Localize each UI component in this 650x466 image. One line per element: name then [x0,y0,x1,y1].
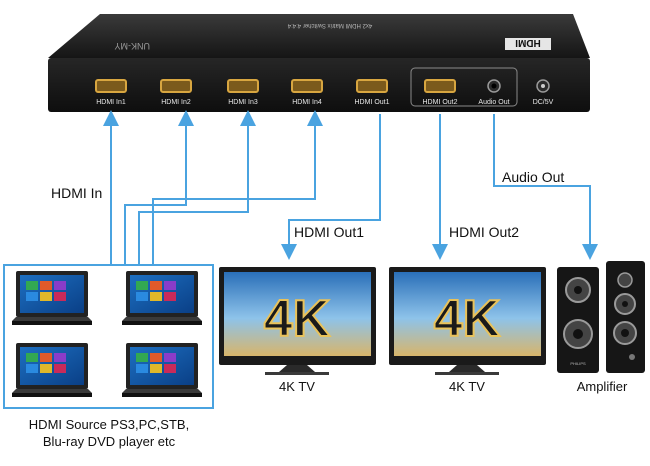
svg-text:HDMI Out1: HDMI Out1 [354,99,389,106]
sources-frame [3,264,214,409]
hdmi-logo-plate [505,38,551,50]
tv-2: 4K [389,267,546,375]
port-audio-out: Audio Out [478,79,510,106]
caption-amplifier: Amplifier [577,379,628,394]
laptop-icon [12,271,92,325]
laptop-icon [12,343,92,397]
tv-4k-badge: 4K [264,290,331,348]
label-hdmi-out2: HDMI Out2 [449,224,519,240]
svg-text:HDMI In3: HDMI In3 [228,99,258,106]
arrow-in3 [138,110,256,265]
svg-text:DC/5V: DC/5V [533,99,554,106]
caption-tv-1: 4K TV [279,379,315,394]
tv-1: 4K [219,267,376,375]
svg-text:HDMI Out2: HDMI Out2 [422,99,457,106]
hdmi-logo: HDMI [515,37,541,48]
port-hdmi-in4: HDMI In4 [291,79,323,106]
matrix-switcher: 4x2 HDMI Matrix Switcher 4:4:4 UNK-MY HD… [48,14,590,112]
caption-sources-line2: Blu-ray DVD player etc [43,434,176,449]
svg-text:HDMI In1: HDMI In1 [96,99,126,106]
port-dc-power: DC/5V [533,79,554,106]
port-hdmi-out1: HDMI Out1 [354,79,390,106]
arrow-audio [493,114,598,260]
port-hdmi-in1: HDMI In1 [95,79,127,106]
label-hdmi-out1: HDMI Out1 [294,224,364,240]
connection-lines [103,110,598,265]
svg-text:HDMI In4: HDMI In4 [292,99,322,106]
arrow-out1 [281,114,381,260]
laptop-icon [122,271,202,325]
speaker-icon [606,261,645,373]
svg-text:Audio Out: Audio Out [478,99,509,106]
arrow-in4 [152,110,323,265]
port-hdmi-out2: HDMI Out2 [422,79,458,106]
speaker-brand: PHILIPS [570,361,586,366]
label-hdmi-in: HDMI In [51,185,102,201]
device-model-label: 4x2 HDMI Matrix Switcher 4:4:4 [287,22,372,28]
device-brand-label: UNK-MY [115,41,151,51]
laptop-icon [122,343,202,397]
speaker-icon: PHILIPS [557,267,599,373]
device-top-panel [48,14,590,58]
port-hdmi-in2: HDMI In2 [160,79,192,106]
port-hdmi-in3: HDMI In3 [227,79,259,106]
svg-text:HDMI In2: HDMI In2 [161,99,191,106]
label-audio-out: Audio Out [502,169,564,185]
caption-tv-2: 4K TV [449,379,485,394]
amplifier-speakers: PHILIPS [557,261,645,373]
arrow-in2 [124,110,194,265]
caption-sources-line1: HDMI Source PS3,PC,STB, [29,417,189,432]
output-port-group-frame [410,67,518,107]
tv-4k-badge: 4K [434,290,501,348]
source-devices-group [3,264,214,409]
